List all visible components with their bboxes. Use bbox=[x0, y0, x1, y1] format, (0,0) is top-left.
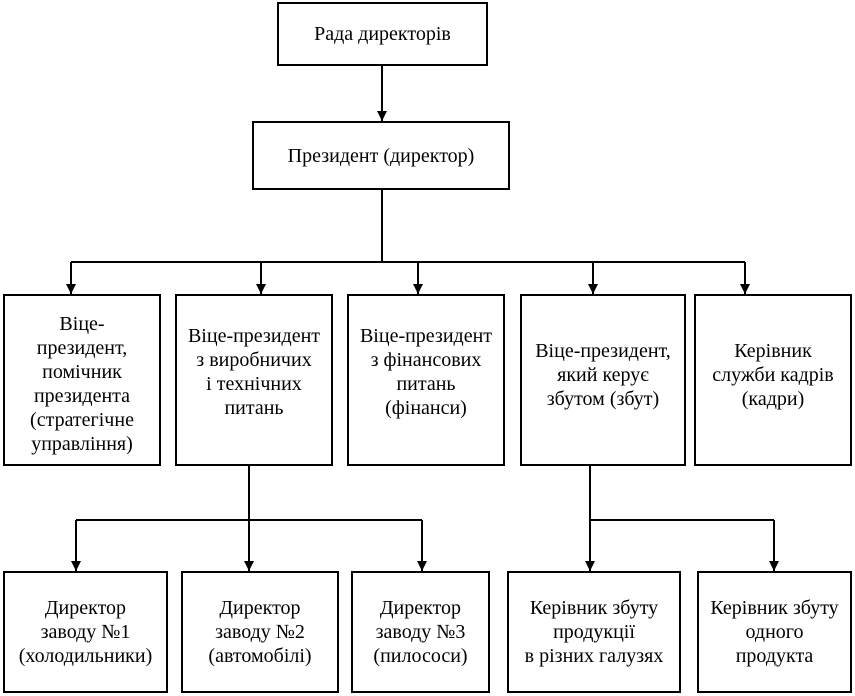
box-text-line: президента bbox=[33, 385, 131, 407]
box-text-line: який керує bbox=[557, 364, 649, 386]
box-text-line: Керівник збуту bbox=[710, 597, 839, 619]
box-text-line: (фінанси) bbox=[385, 397, 467, 419]
box-text-line: Директор bbox=[219, 597, 301, 619]
box-text-line: (пилососи) bbox=[373, 645, 468, 667]
box-text-line: Віце-президент bbox=[187, 325, 321, 347]
box-text-line: Віце-президент bbox=[359, 325, 493, 347]
box-text-line: Віце- bbox=[59, 313, 105, 335]
box-text-line: в різних галузях bbox=[524, 645, 664, 667]
box-text-line: служби кадрів bbox=[712, 364, 834, 386]
board-of-directors-box: Рада директорів bbox=[277, 2, 488, 66]
box-text-line: (холодильники) bbox=[18, 645, 153, 667]
box-text-line: Керівник bbox=[734, 340, 812, 362]
box-text-line: (стратегічне bbox=[30, 409, 134, 431]
box-text-line: з виробничих bbox=[196, 349, 312, 371]
box-text-line: і технічних bbox=[206, 373, 302, 395]
box-text-line: Рада директорів bbox=[314, 23, 451, 45]
box-text: Рада директорів bbox=[314, 22, 451, 46]
box-text: Президент (директор) bbox=[288, 144, 475, 168]
box-text-line: заводу №1 bbox=[40, 621, 131, 643]
box-text-line: управління) bbox=[31, 433, 133, 455]
box-text-line: заводу №3 bbox=[375, 621, 466, 643]
box-text-line: Керівник збуту bbox=[529, 597, 659, 619]
box-text-line: питань bbox=[396, 373, 456, 395]
box-text-line: заводу №2 bbox=[215, 621, 305, 643]
box-text-line: Президент (директор) bbox=[287, 144, 475, 167]
box-text-line: одного bbox=[745, 621, 804, 643]
box-text-line: питань bbox=[224, 397, 284, 419]
box-text-line: президент, bbox=[36, 337, 128, 359]
box-text-line: помічник bbox=[42, 361, 122, 383]
box-text-line: продукції bbox=[553, 621, 635, 643]
box-text-line: збутом (збут) bbox=[546, 388, 660, 410]
box-text-line: продукта bbox=[735, 645, 814, 667]
box-text-line: Віце-президент, bbox=[535, 340, 671, 362]
box-text-line: (кадри) bbox=[741, 388, 805, 410]
box-text-line: Директор bbox=[44, 597, 127, 619]
box-text-line: (автомобілі) bbox=[208, 645, 312, 667]
box-text-line: з фінансових bbox=[370, 349, 482, 371]
box-text-line: Директор bbox=[379, 597, 462, 619]
president-box: Президент (директор) bbox=[252, 121, 510, 190]
